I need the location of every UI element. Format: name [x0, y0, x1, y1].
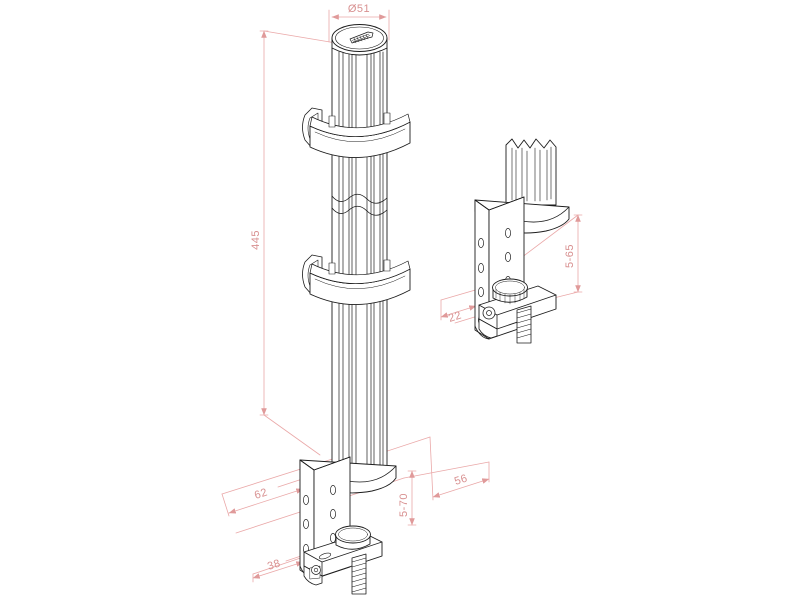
dimension-text-layer: Ø51 445 62 38 56 5-70 5-65 22	[250, 3, 576, 573]
detail-plate-top-edge	[474, 196, 525, 211]
collar-upper-tab-right	[383, 112, 391, 125]
pole-socket	[505, 138, 557, 206]
bracket-hole-1	[303, 495, 309, 505]
dim-label-38: 38	[266, 557, 282, 573]
clamp-slot	[318, 552, 332, 560]
detail-hole-1	[478, 238, 484, 248]
detail-view	[474, 138, 570, 344]
clamp-screw	[351, 553, 367, 595]
dim-line-62	[228, 488, 304, 514]
detail-hole-5	[505, 228, 511, 238]
iso-line-6	[403, 461, 490, 479]
dim-label-5-70: 5-70	[398, 493, 410, 517]
detail-clamp-knob	[492, 278, 528, 305]
cap-label	[349, 31, 374, 44]
ext-56-a	[429, 436, 434, 501]
bracket-plate-top-edge	[299, 456, 351, 471]
clamp-knob-top	[335, 525, 371, 544]
thumb-screw-center	[486, 310, 492, 316]
detail-clamp-lower-jaw	[478, 318, 498, 339]
main-thumb-screw-center	[313, 567, 319, 573]
socket-outer	[505, 138, 557, 206]
collar-upper-tab-left	[328, 115, 336, 128]
detail-clamp-screw	[516, 305, 532, 344]
collar-lower-tab-left	[328, 262, 336, 275]
clamp-screw-threads	[351, 557, 367, 593]
pole-column	[331, 47, 388, 476]
detail-hole-2	[478, 263, 484, 273]
pole-break-lower	[331, 205, 388, 216]
collar-upper	[302, 107, 411, 159]
pole-break-upper	[331, 193, 388, 204]
main-thumb-screw	[311, 565, 321, 575]
collar-lower-lip	[309, 260, 411, 284]
dim-line-38	[252, 561, 304, 579]
dim-label-22: 22	[447, 309, 463, 325]
detail-plate-foot	[474, 325, 490, 340]
detail-thumb-screw	[482, 306, 496, 320]
geometry-layer	[299, 24, 570, 595]
dim-label-56: 56	[453, 472, 469, 488]
dim-label-62: 62	[253, 486, 269, 502]
bracket-hole-4	[330, 485, 336, 495]
dim-label-445: 445	[250, 230, 262, 250]
clamp-knob	[335, 525, 371, 550]
bracket-assembly	[299, 456, 397, 595]
detail-knob-knurl	[495, 288, 525, 305]
dim-line-56	[432, 478, 490, 498]
detail-screw-threads	[516, 308, 532, 339]
pole-cap	[331, 24, 388, 56]
clamp-knob-top-inner	[338, 527, 368, 542]
collar-lower	[302, 254, 411, 306]
bracket-hole-5	[330, 509, 336, 519]
detail-hole-3	[478, 287, 484, 297]
detail-knob-top-inner	[495, 280, 525, 295]
bracket-hole-6	[330, 533, 336, 543]
pole-body	[331, 47, 388, 474]
leader-445-bottom	[263, 414, 321, 456]
bracket-hole-2	[303, 519, 309, 529]
cap-top-inner	[335, 26, 384, 50]
ext-62-a	[221, 493, 230, 517]
collar-lower-ridge	[314, 275, 406, 289]
collar-upper-lip	[309, 113, 411, 137]
detail-knob-top	[492, 278, 528, 297]
collar-lower-tab-right	[383, 259, 391, 272]
dim-line-22	[440, 305, 477, 318]
dim-label-dia51: Ø51	[348, 3, 370, 15]
dim-label-5-65: 5-65	[564, 244, 576, 268]
detail-hole-6	[505, 252, 511, 262]
collar-upper-ridge	[314, 128, 406, 142]
